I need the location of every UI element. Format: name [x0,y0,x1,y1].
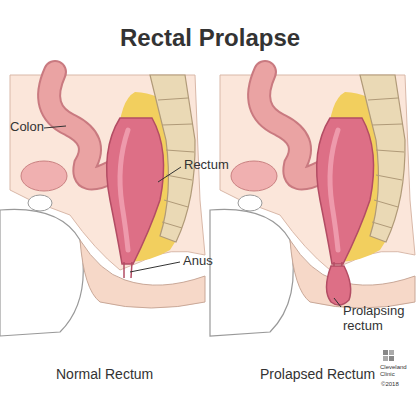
normal-pelvis-figure [0,72,205,336]
title: Rectal Prolapse [120,24,300,52]
logo-mark [383,350,394,361]
figure-caption: Prolapsed Rectum [260,366,375,382]
part-label: Rectum [184,158,229,173]
part-label: Colon [10,120,44,135]
prolapsed-pelvis-figure [210,72,415,336]
leader-lines [44,126,341,307]
prolapse [327,266,351,305]
figure-caption: Normal Rectum [56,366,153,382]
copyright: ©2018 [381,381,399,388]
logo-text: Cleveland Clinic [380,364,416,378]
part-label: Anus [183,254,213,269]
part-label: Prolapsing rectum [343,304,415,334]
